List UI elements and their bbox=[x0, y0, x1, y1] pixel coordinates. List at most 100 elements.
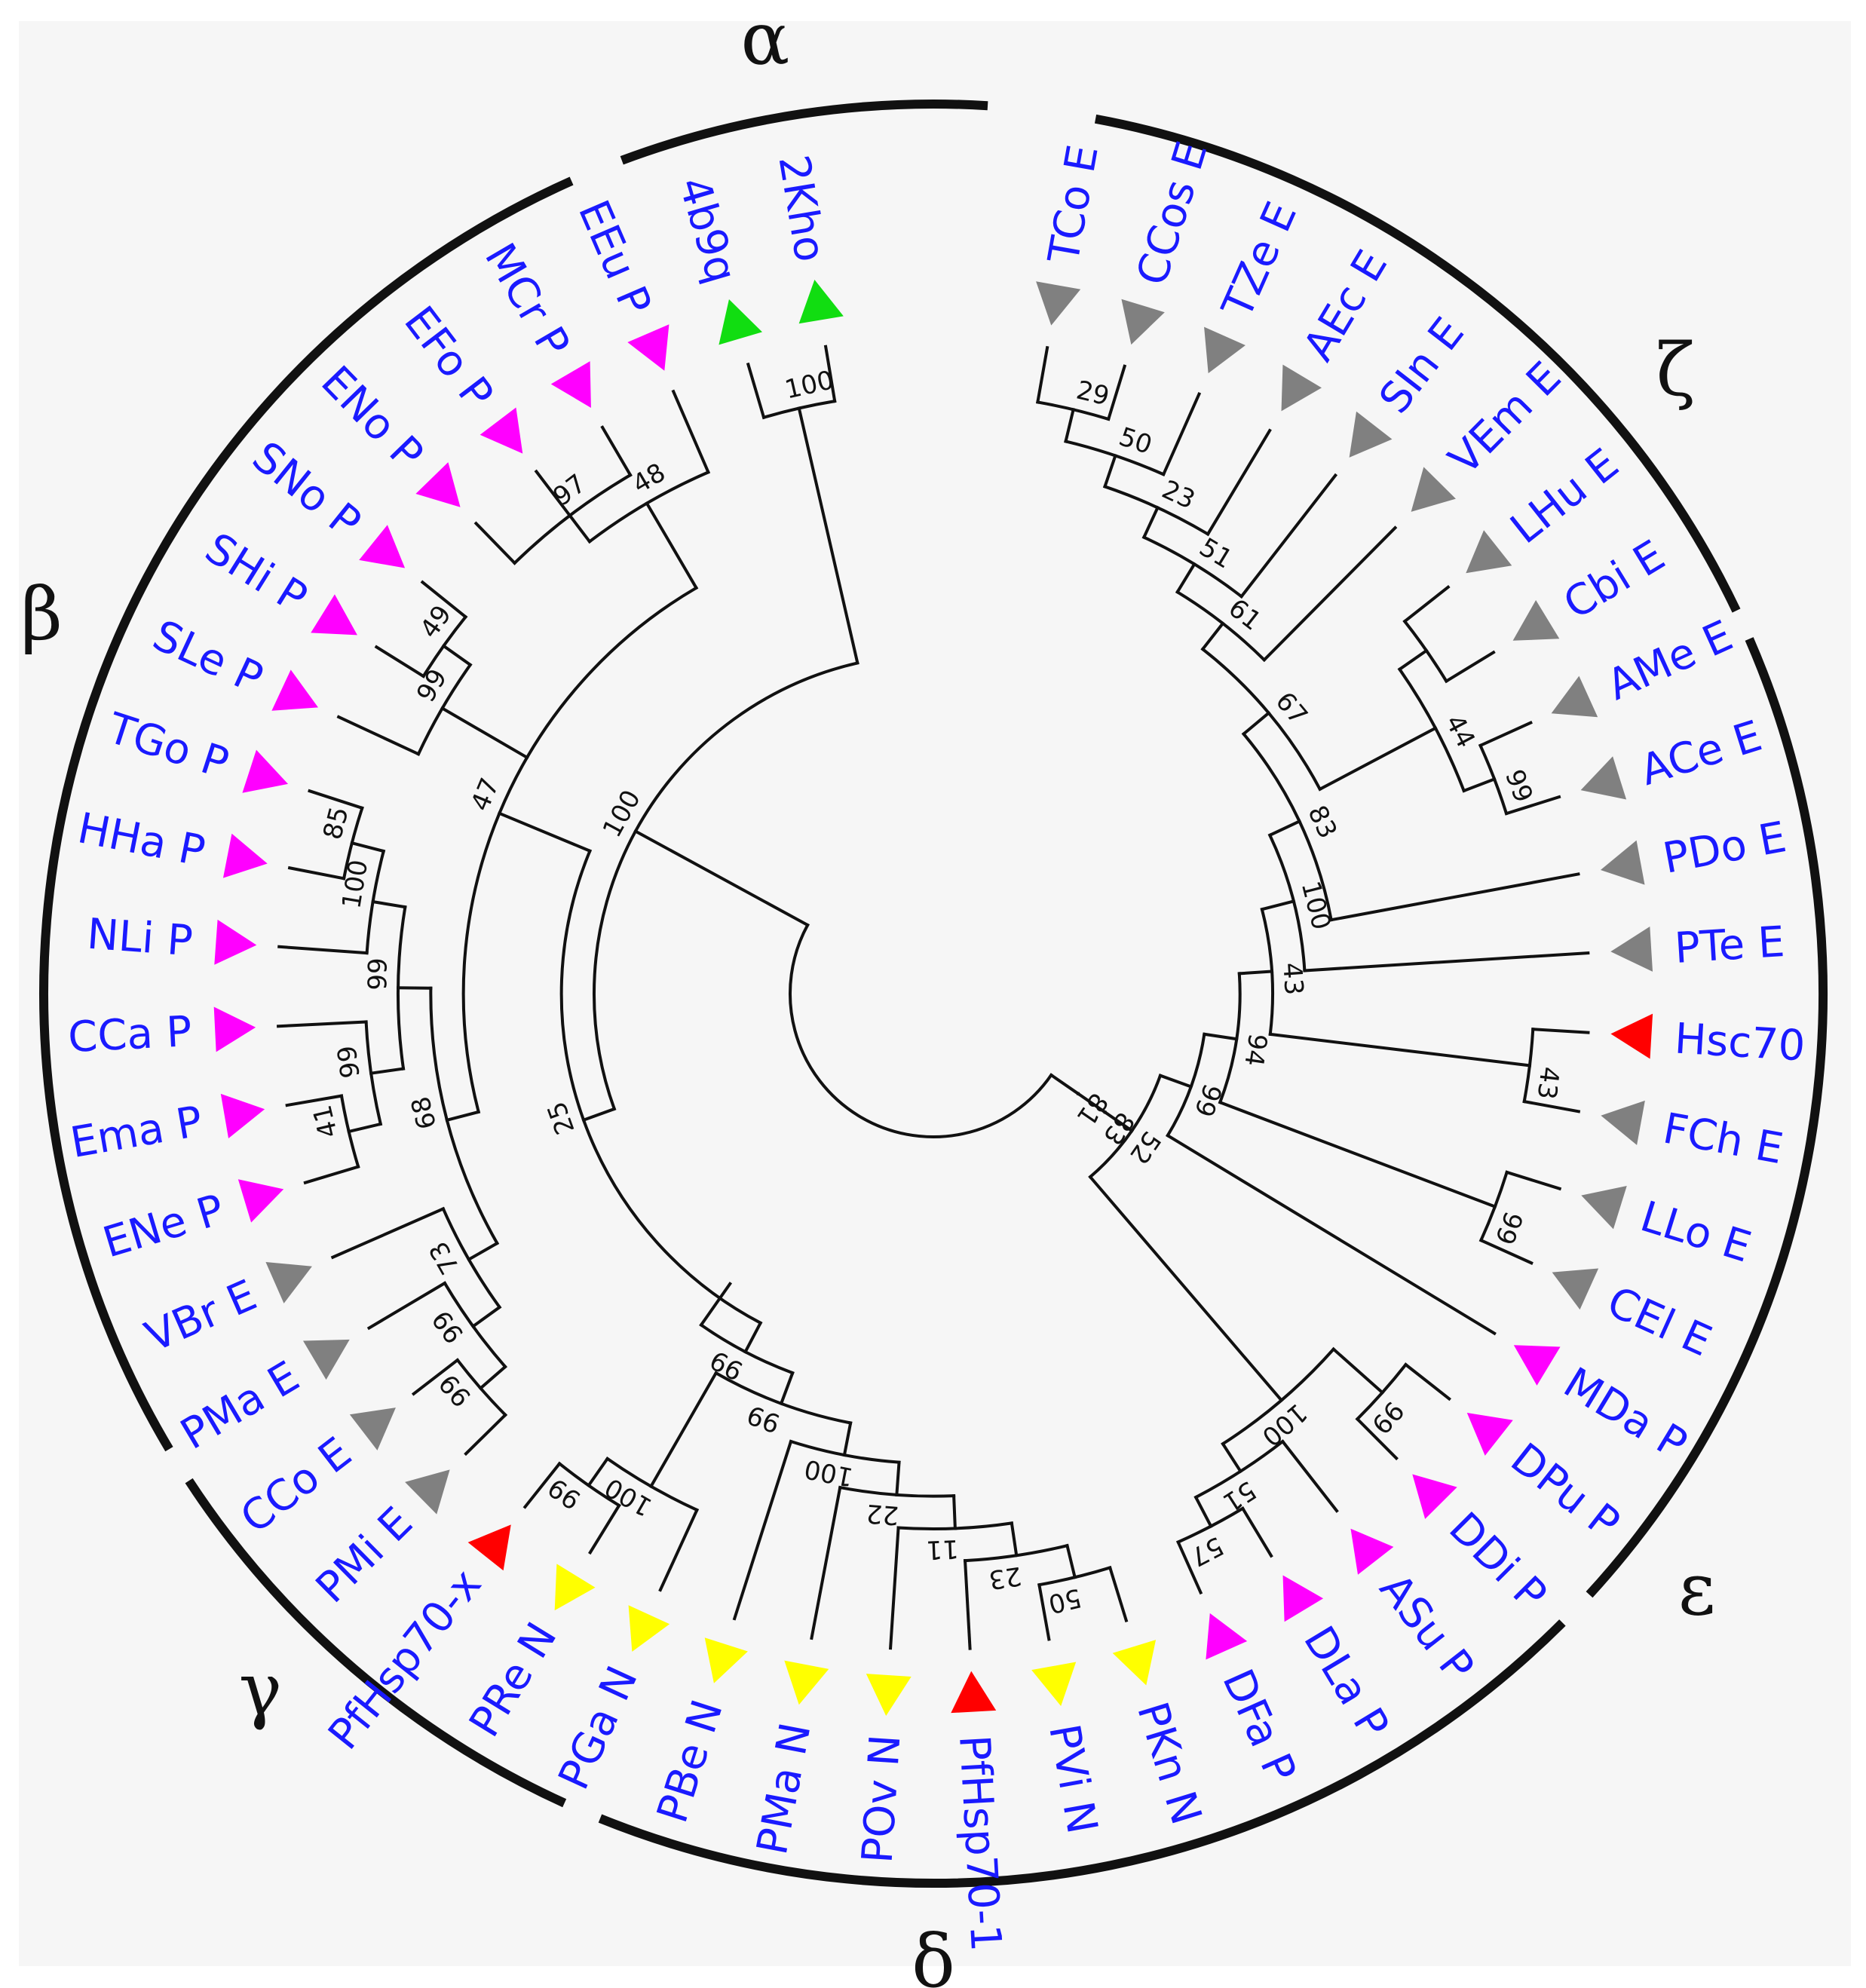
branch-128 bbox=[1303, 951, 1590, 973]
leaf-marker-pma-n bbox=[784, 1660, 829, 1705]
leaf-marker-pdo-e bbox=[1600, 840, 1645, 885]
leaf-marker-sle-p bbox=[271, 669, 318, 711]
leaf-marker-aec-e bbox=[1281, 364, 1322, 412]
bootstrap-value: 29 bbox=[1074, 375, 1112, 412]
branch-2 bbox=[633, 829, 810, 927]
branch-143 bbox=[1355, 1417, 1399, 1461]
branch-arc-94 bbox=[1260, 907, 1274, 1037]
leaf-label-hsc70: Hsc70 bbox=[1673, 1014, 1806, 1071]
branch-65 bbox=[895, 1460, 901, 1497]
branch-6 bbox=[497, 811, 593, 853]
branch-61 bbox=[658, 1508, 700, 1592]
branch-121 bbox=[1402, 584, 1451, 624]
branch-arc-54 bbox=[713, 1371, 853, 1425]
branch-147 bbox=[1193, 1495, 1213, 1529]
branch-133 bbox=[1218, 1100, 1497, 1209]
branch-51 bbox=[743, 1321, 763, 1354]
leaf-marker-asu-p bbox=[1350, 1528, 1394, 1575]
branch-81 bbox=[746, 362, 766, 420]
branch-arc-134 bbox=[1478, 1170, 1509, 1242]
branch-arc-45 bbox=[443, 1281, 507, 1369]
clade-label-delta: δ bbox=[912, 1919, 955, 1988]
branch-83 bbox=[1049, 1073, 1080, 1096]
branch-146 bbox=[1280, 1439, 1339, 1513]
branch-arc-35 bbox=[364, 1020, 383, 1126]
branch-36 bbox=[276, 1020, 368, 1028]
leaf-marker-efo-p bbox=[480, 407, 523, 454]
branch-arc-24 bbox=[429, 986, 500, 1245]
leaf-marker-pvi-n bbox=[1031, 1662, 1077, 1706]
branch-95 bbox=[1260, 899, 1296, 911]
branch-arc-42 bbox=[441, 1206, 502, 1310]
leaf-marker-ccos-e bbox=[1121, 299, 1165, 345]
branch-arc-104 bbox=[1141, 535, 1244, 599]
leaf-marker-tco-e bbox=[1036, 281, 1081, 326]
branch-138 bbox=[1088, 1175, 1284, 1403]
clade-ring-arc-5 bbox=[185, 1478, 567, 1808]
branch-arc-75 bbox=[1037, 1565, 1112, 1587]
leaf-marker-cbi-e bbox=[1512, 600, 1560, 641]
leaf-marker-sin-e bbox=[1349, 411, 1393, 458]
bootstrap-value: 23 bbox=[987, 1561, 1024, 1595]
clade-label-zeta: ζ bbox=[1656, 328, 1695, 412]
tree-branches bbox=[276, 345, 1590, 1650]
branch-arc-48 bbox=[455, 1358, 508, 1417]
leaf-marker-2kho bbox=[798, 280, 844, 324]
branch-41 bbox=[467, 1241, 500, 1262]
leaf-marker-pov-n bbox=[866, 1674, 912, 1716]
branch-129 bbox=[1268, 1032, 1532, 1068]
branch-126 bbox=[1504, 795, 1561, 816]
branch-144 bbox=[1221, 1441, 1243, 1474]
leaf-marker-hsc70 bbox=[1610, 1013, 1653, 1059]
leaf-marker-hha-p bbox=[222, 833, 268, 878]
leaf-marker-pte-e bbox=[1610, 926, 1653, 972]
clade-label-gamma: γ bbox=[239, 1647, 282, 1732]
branch-arc-88 bbox=[1088, 1074, 1163, 1179]
branch-135 bbox=[1505, 1170, 1562, 1191]
branch-arc-145 bbox=[1193, 1439, 1285, 1499]
branch-arc-66 bbox=[838, 1485, 956, 1498]
leaf-marker-pre-n bbox=[554, 1564, 596, 1611]
branch-arc-80 bbox=[761, 399, 837, 420]
branch-arc-1 bbox=[789, 923, 1054, 1138]
branch-40 bbox=[285, 1094, 344, 1107]
branch-arc-100 bbox=[1200, 647, 1322, 792]
branch-arc-58 bbox=[557, 1461, 621, 1508]
branch-46 bbox=[366, 1281, 447, 1331]
bootstrap-value: 11 bbox=[926, 1533, 960, 1565]
branch-125 bbox=[1478, 720, 1533, 748]
branch-arc-56 bbox=[605, 1457, 700, 1512]
branch-64 bbox=[732, 1439, 793, 1621]
bootstrap-value: 22 bbox=[865, 1498, 899, 1530]
branch-arc-108 bbox=[1064, 439, 1166, 476]
leaf-marker-vem-e bbox=[1411, 467, 1456, 512]
branch-29 bbox=[350, 841, 386, 853]
branch-113 bbox=[1161, 391, 1202, 476]
clade-labels: α β γ δ ε ζ bbox=[20, 0, 1715, 1988]
branch-85 bbox=[1076, 1091, 1108, 1115]
bootstrap-value: 41 bbox=[308, 1102, 345, 1141]
branch-14 bbox=[600, 425, 633, 477]
branch-arc-26 bbox=[397, 905, 407, 1071]
branch-arc-130 bbox=[1522, 1028, 1535, 1104]
clade-label-epsilon: ε bbox=[1678, 1547, 1716, 1631]
leaf-marker-cel-e bbox=[1552, 1268, 1599, 1310]
branch-arc-63 bbox=[789, 1439, 901, 1464]
leaf-marker-pga-n bbox=[628, 1605, 670, 1652]
bootstrap-value: 99 bbox=[332, 1043, 366, 1080]
branch-arc-9 bbox=[587, 470, 711, 544]
leaf-marker-pmi-e bbox=[405, 1469, 450, 1515]
branch-13 bbox=[534, 469, 572, 518]
branch-77 bbox=[1037, 1582, 1051, 1641]
branch-131 bbox=[1531, 1028, 1590, 1034]
branch-105 bbox=[1141, 505, 1160, 540]
branch-50 bbox=[411, 1358, 460, 1396]
leaf-marker-dla-p bbox=[1282, 1575, 1324, 1622]
branch-60 bbox=[522, 1461, 562, 1509]
figure-background bbox=[19, 21, 1851, 1966]
leaf-marker-fch-e bbox=[1601, 1100, 1645, 1145]
branch-62 bbox=[842, 1421, 853, 1457]
leaf-marker-pbe-n bbox=[704, 1637, 748, 1683]
